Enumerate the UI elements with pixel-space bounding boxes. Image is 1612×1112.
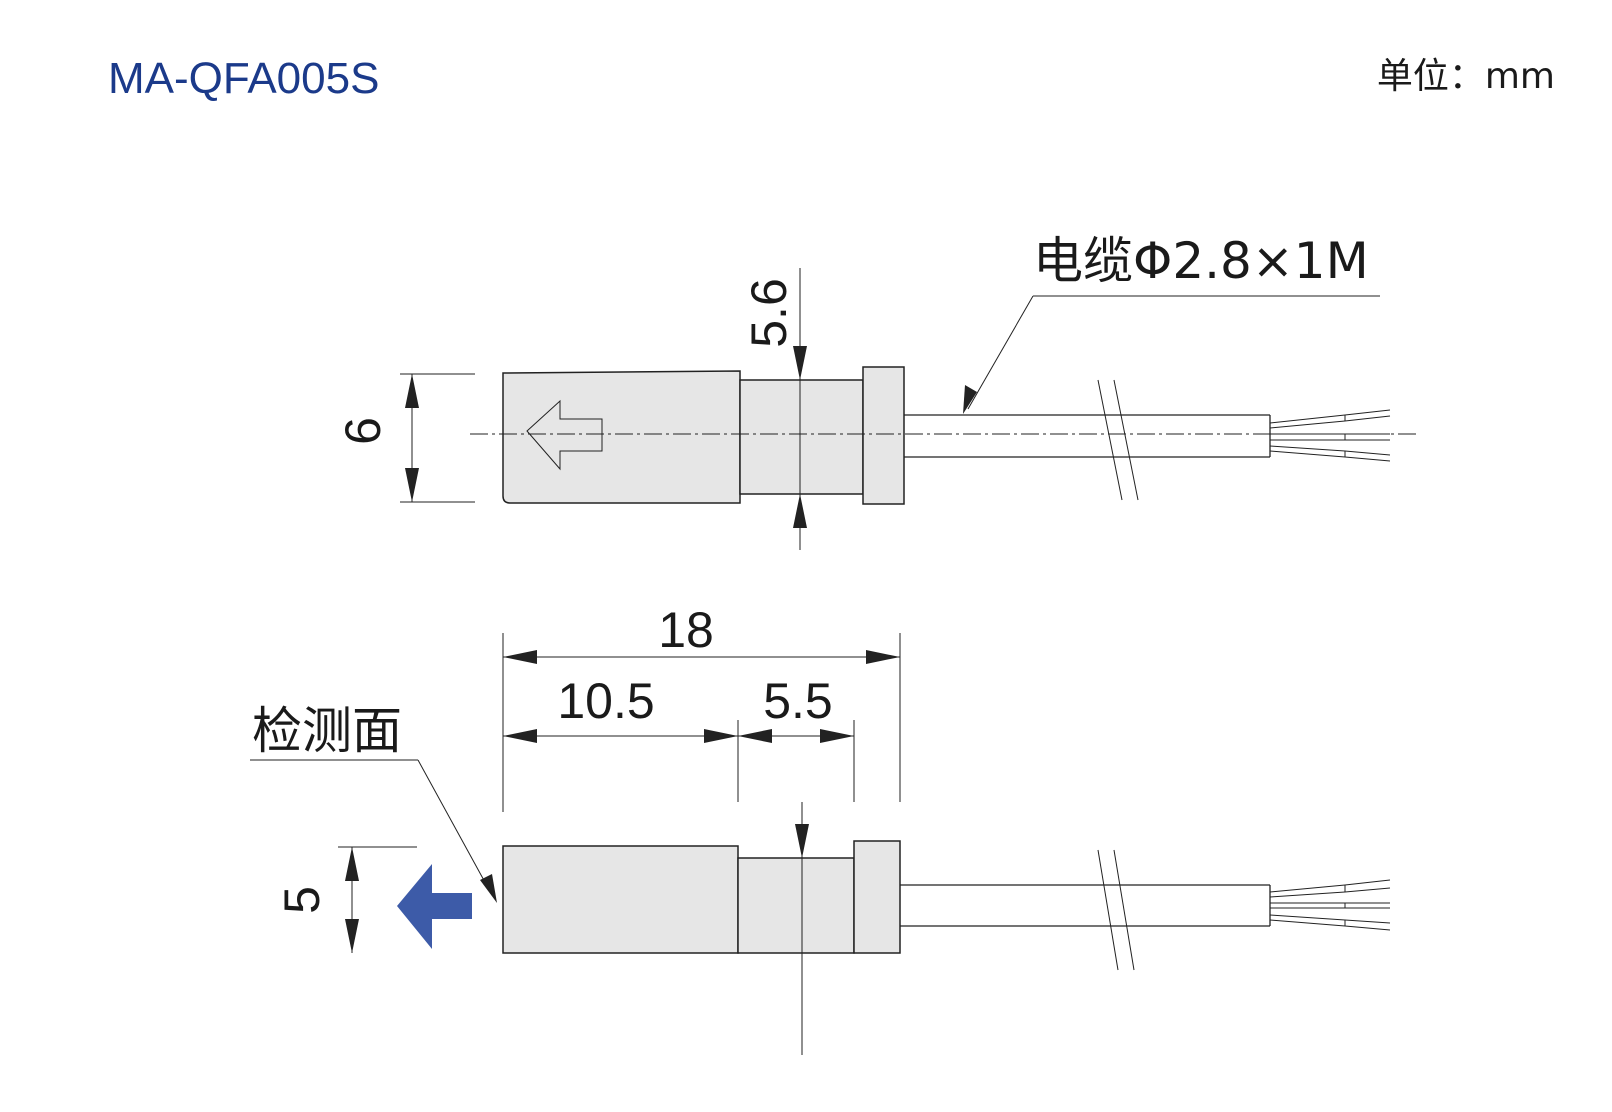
top-sensor-collar	[862, 366, 905, 505]
dimension-label-10-5: 10.5	[557, 673, 654, 729]
cable-callout: 电缆Φ2.8×1M	[963, 232, 1380, 414]
sensing-face-label: 检测面	[252, 702, 402, 760]
model-title: MA-QFA005S	[108, 54, 379, 103]
dimension-label-5-6: 5.6	[741, 278, 797, 348]
dimension-label-6: 6	[335, 417, 391, 445]
top-view: 6 5.6 电缆Φ2.8×1M	[335, 232, 1420, 550]
top-direction-arrow-icon	[526, 399, 603, 471]
top-sensor-head	[502, 370, 741, 504]
top-sensor-neck	[739, 379, 864, 495]
dimension-front-10-5: 10.5	[503, 673, 738, 743]
cable-label: 电缆Φ2.8×1M	[1033, 232, 1369, 290]
unit-label: 单位：mm	[1377, 56, 1555, 97]
top-cable-wires	[1269, 409, 1391, 462]
dimension-shaft-5-6: 5.6	[741, 268, 807, 550]
dimension-height-6: 6	[335, 373, 475, 503]
side-cable-wires	[1269, 879, 1391, 931]
sensing-direction-arrow-icon	[397, 864, 472, 949]
dimension-label-5: 5	[274, 886, 330, 914]
dimension-label-18: 18	[658, 602, 714, 658]
sensing-face-callout: 检测面	[250, 702, 497, 903]
side-sensor-neck	[737, 857, 855, 954]
dimension-height-5: 5	[274, 846, 417, 953]
side-sensor-collar	[853, 840, 901, 954]
dimension-rear-5-5: 5.5	[738, 673, 854, 743]
dimension-length-18: 18	[503, 602, 900, 664]
side-view: 18 10.5 5.5 5 检测面	[250, 602, 1391, 1055]
side-sensor-head	[502, 845, 739, 954]
dimension-label-5-5: 5.5	[763, 673, 833, 729]
